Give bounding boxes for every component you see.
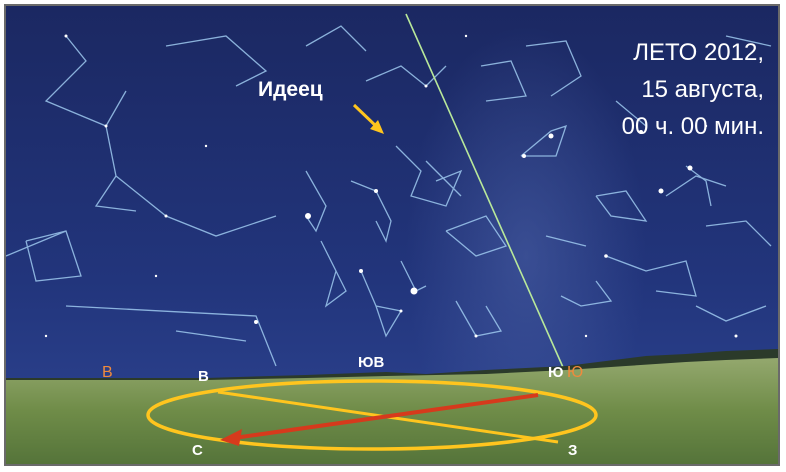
yellow-arrowhead [370, 120, 384, 134]
direction-west: З [568, 442, 578, 459]
direction-southeast: ЮВ [358, 354, 385, 371]
sky-scene [6, 6, 778, 464]
direction-south-horizon: Ю [567, 364, 584, 381]
direction-south-plane: Ю [548, 364, 564, 381]
direction-north: С [192, 442, 203, 459]
red-arrowhead [220, 429, 242, 446]
date-line-season: ЛЕТО 2012, [633, 39, 764, 66]
red-direction-arrow-icon [233, 393, 539, 440]
yellow-arrow-icon [352, 103, 380, 130]
direction-east-plane: В [198, 368, 209, 385]
date-line-time: 00 ч. 00 мин. [621, 113, 764, 140]
date-line-day: 15 августа, [641, 76, 764, 103]
constellation-lines [6, 25, 772, 367]
pointer-label: Идеец [258, 78, 323, 101]
date-caption: ЛЕТО 2012, 15 августа, 00 ч. 00 мин. [622, 34, 764, 145]
milky-way-glow [406, 26, 646, 464]
horizon-plane-ellipse [146, 379, 598, 451]
stars [44, 34, 738, 338]
sky-map-frame: ЛЕТО 2012, 15 августа, 00 ч. 00 мин. Иде… [4, 4, 780, 466]
meridian-line [405, 13, 567, 375]
direction-east-horizon: В [102, 364, 113, 381]
